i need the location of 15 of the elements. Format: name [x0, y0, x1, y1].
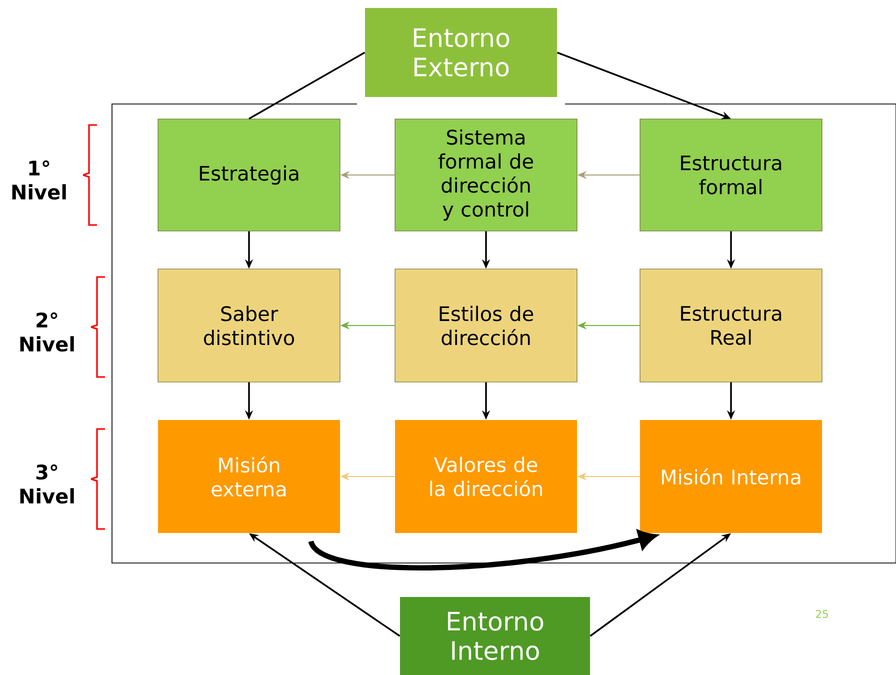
level-label: 2° Nivel: [20, 312, 74, 352]
process-box: Saber distintivo: [158, 268, 340, 382]
process-box: Estrategia: [158, 118, 340, 232]
process-box: Entorno Interno: [400, 597, 590, 675]
process-box: Entorno Externo: [365, 8, 557, 97]
level-label: 1° Nivel: [12, 160, 66, 200]
process-box: Estructura formal: [640, 118, 822, 232]
level-label: 3° Nivel: [20, 464, 74, 504]
process-box: Sistema formal de dirección y control: [394, 118, 578, 232]
page-number: 25: [816, 610, 828, 618]
process-box: Valores de la dirección: [395, 420, 577, 533]
process-box: Misión externa: [158, 420, 340, 533]
process-box: Estructura Real: [640, 268, 822, 382]
process-box: Misión Interna: [640, 420, 822, 533]
process-box: Estilos de dirección: [394, 268, 578, 382]
